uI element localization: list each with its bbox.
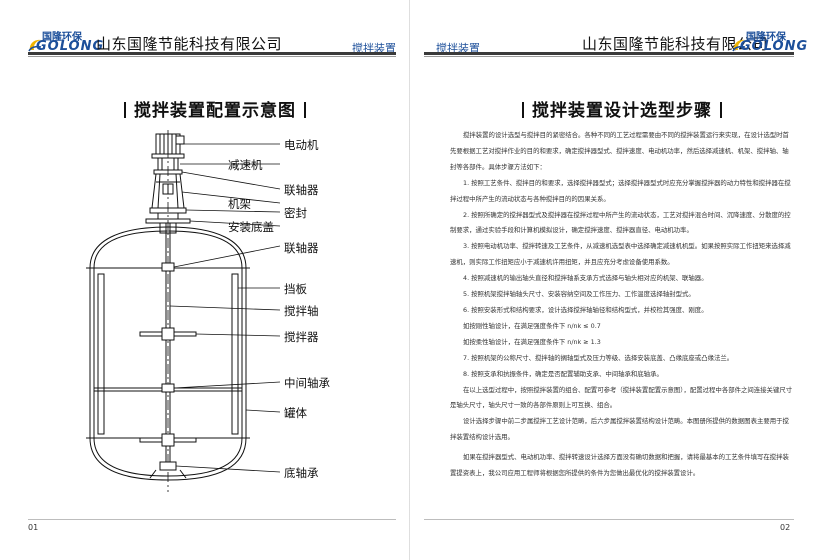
steps-body: 搅拌装置的设计选型与搅拌目的紧密结合。各种不同的工艺过程需要由不同的搅拌装置运行… [450,128,794,482]
inner-coupling-shape [161,262,175,272]
paragraph-intro: 搅拌装置的设计选型与搅拌目的紧密结合。各种不同的工艺过程需要由不同的搅拌装置运行… [450,131,789,171]
agitator-diagram [86,130,281,492]
callout-impeller: 搅拌器 [284,330,319,344]
logo-swoosh-icon [28,39,42,52]
page-title-text: 搅拌装置设计选型步骤 [532,101,712,121]
page-title: 搅拌装置设计选型步骤 [514,96,730,121]
bottom-bearing-shape [149,461,187,479]
page-number: 02 [780,523,791,532]
callout-motor: 电动机 [284,138,319,152]
paragraph-step-4: 4. 按照减速机的输出轴头直径和搅拌轴系支承方式选择与轴头相对应的机架、联轴器。 [463,274,708,283]
page-number: 01 [28,523,39,532]
paragraph-step-3: 3. 按照电动机功率、搅拌转速及工艺条件，从减速机选型表中选择确定减速机机型。如… [450,242,791,267]
header-rule [28,52,396,55]
leader-lines [169,143,281,473]
callout-reducer: 减速机 [228,158,263,172]
logo-english-text: GOLONG [36,39,105,54]
title-bar-left [522,102,524,118]
paragraph-step-1: 1. 按照工艺条件、搅拌目的和要求，选择搅拌器型式；选择搅拌器型式时应充分掌握搅… [450,178,791,203]
company-logo: 国隆环保 GOLONG [28,28,103,54]
callout-seal: 密封 [284,206,307,220]
section-tag: 搅拌装置 [436,42,480,55]
page-title-text: 搅拌装置配置示意图 [134,101,296,121]
page-title: 搅拌装置配置示意图 [116,96,314,121]
paragraph-step-8: 8. 按照支承和抗振条件，确定是否配置辅助支承、中间轴承和底轴承。 [463,369,663,378]
callout-tank: 罐体 [284,406,307,420]
callout-shaft: 搅拌轴 [284,304,319,318]
callout-bottom-bearing: 底轴承 [284,466,319,480]
footer-rule [424,519,794,520]
header-rule [424,52,794,55]
paragraph-scope: 设计选择步骤中前二步属搅拌工艺设计范畴，后六步属搅拌装置结构设计范畴。本图册所提… [450,417,789,442]
logo-chinese-text: 国隆环保 [42,32,82,43]
paragraph-step-5: 5. 按照机架搅拌轴轴头尺寸、安装容纳空间及工作压力、工作温度选择轴封型式。 [463,290,695,299]
paragraph-step-6: 6. 按照安装形式和结构要求，设计选择搅拌轴轴径和结构型式，并校检其强度、刚度。 [463,305,708,314]
paragraph-step-2: 2. 按照所确定的搅拌器型式及搅拌器在搅拌过程中所产生的流动状态，工艺对搅拌混合… [450,210,791,235]
section-tag: 搅拌装置 [352,42,396,55]
company-logo: 国隆环保 GOLONG [732,28,807,54]
baffles-shape [97,273,239,435]
paragraph-step-7: 7. 按照机架的公称尺寸、搅拌轴的搁轴型式及压力等级、选择安装底盖、凸缘底座或凸… [463,353,734,362]
title-bar-right [304,102,306,118]
logo-swoosh-icon [732,39,746,52]
logo-chinese-text: 国隆环保 [746,32,786,43]
header-thin-rule [424,56,794,57]
callout-coupling-inner: 联轴器 [284,241,319,255]
company-name: 山东国隆节能科技有限公司 [582,35,769,53]
callout-middle-bearing: 中间轴承 [284,376,330,390]
impellers-shape [139,327,197,447]
paragraph-contact: 如果在搅拌器型式、电动机功率、搅拌转速设计选择方面没有确切数据和把握，请将最基本… [450,453,789,478]
left-page: 国隆环保 GOLONG 山东国隆节能科技有限公司 搅拌装置 搅拌装置配置示意图 [28,28,396,532]
callout-mounting-base: 安装底盖 [228,220,274,234]
paragraph-rigid-shaft: 如按刚性轴设计，在满足强度条件下 n/nk ≤ 0.7 [463,321,601,330]
title-bar-right [720,102,722,118]
right-page: 搅拌装置 山东国隆节能科技有限公司 国隆环保 GOLONG 搅拌装置设计选型步骤… [410,0,820,560]
footer-rule [28,519,396,520]
logo-english-text: GOLONG [740,39,809,54]
callout-coupling-top: 联轴器 [284,183,319,197]
title-bar-left [124,102,126,118]
callout-baffle: 挡板 [284,282,307,296]
paragraph-flexible-shaft: 如按柔性轴设计，在满足强度条件下 n/nk ≥ 1.3 [463,337,601,346]
header-thin-rule [28,56,396,57]
paragraph-summary: 在以上选型过程中，按照搅拌装置的组合、配置可参考（搅拌装置配置示意图），配置过程… [450,385,793,410]
callout-frame: 机架 [228,197,251,211]
company-name: 山东国隆节能科技有限公司 [96,35,283,53]
